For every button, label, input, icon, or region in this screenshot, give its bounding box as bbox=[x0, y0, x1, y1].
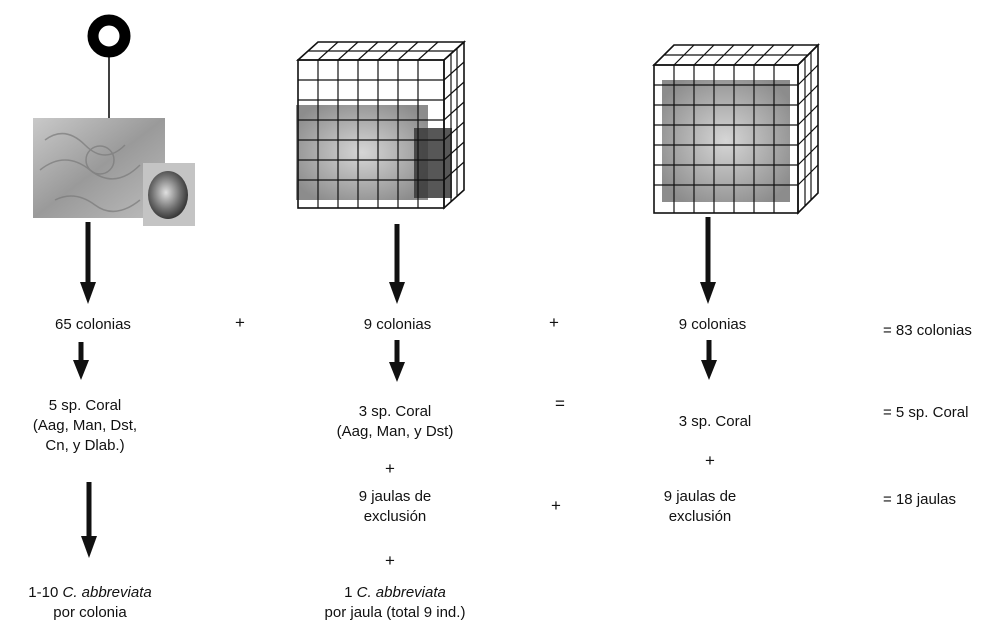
total-colonies: = 83 colonias bbox=[883, 322, 972, 339]
snail-shell bbox=[148, 171, 188, 219]
equals-operator: = bbox=[555, 394, 565, 413]
column3-plus: + bbox=[705, 451, 715, 470]
individuals-count: 1 bbox=[344, 584, 357, 601]
individuals-per: por colonia bbox=[53, 604, 127, 621]
column2-plus-1: + bbox=[385, 459, 395, 478]
column2-species: 3 sp. Coral (Aag, Man, y Dst) bbox=[300, 402, 490, 442]
species-name: C. abbreviata bbox=[62, 584, 152, 601]
coral-photo-texture bbox=[39, 132, 141, 213]
cage-grid-side bbox=[797, 43, 819, 215]
cages-line: 9 jaulas de bbox=[358, 488, 432, 505]
total-cages: = 18 jaulas bbox=[883, 491, 956, 508]
column2-colonies: 9 colonias bbox=[363, 316, 432, 333]
column3-species: 3 sp. Coral bbox=[678, 413, 752, 430]
column3-cages: 9 jaulas de exclusión bbox=[630, 487, 770, 527]
marker-buoy-icon bbox=[87, 14, 131, 58]
cage-grid-top bbox=[295, 41, 467, 61]
species-line: 3 sp. Coral bbox=[358, 403, 432, 420]
column1-colonies: 65 colonias bbox=[55, 316, 131, 333]
cage-grid-side bbox=[443, 40, 465, 210]
species-line: Cn, y Dlab.) bbox=[45, 437, 125, 454]
cages-line: exclusión bbox=[363, 508, 427, 525]
column1-species: 5 sp. Coral (Aag, Man, Dst, Cn, y Dlab.) bbox=[10, 396, 160, 456]
column2-plus-2: + bbox=[385, 551, 395, 570]
arrow-down bbox=[81, 482, 97, 558]
individuals-count: 1-10 bbox=[28, 584, 63, 601]
plus-operator: + bbox=[235, 313, 245, 332]
column2-individuals: 1 C. abbreviata por jaula (total 9 ind.) bbox=[280, 583, 510, 623]
exclusion-cage-with-snail bbox=[295, 40, 467, 210]
plus-operator: + bbox=[549, 313, 559, 332]
individuals-per: por jaula (total 9 ind.) bbox=[324, 604, 466, 621]
arrow-down bbox=[80, 222, 96, 304]
column1-individuals: 1-10 C. abbreviata por colonia bbox=[5, 583, 175, 623]
cages-line: exclusión bbox=[668, 508, 732, 525]
total-species: = 5 sp. Coral bbox=[883, 404, 969, 421]
plus-operator: + bbox=[551, 496, 561, 515]
species-line: (Aag, Man, Dst, bbox=[32, 417, 138, 434]
arrow-down bbox=[700, 217, 716, 304]
species-name: C. abbreviata bbox=[356, 584, 446, 601]
exclusion-cage bbox=[652, 43, 820, 215]
arrow-down bbox=[701, 340, 717, 380]
arrow-down bbox=[389, 224, 405, 304]
arrow-down bbox=[389, 340, 405, 382]
arrow-down bbox=[73, 342, 89, 380]
species-line: (Aag, Man, y Dst) bbox=[336, 423, 454, 440]
cages-line: 9 jaulas de bbox=[663, 488, 737, 505]
cage-grid-top bbox=[652, 44, 820, 66]
column3-colonies: 9 colonias bbox=[678, 316, 747, 333]
column2-cages: 9 jaulas de exclusión bbox=[320, 487, 470, 527]
species-line: 5 sp. Coral bbox=[48, 397, 122, 414]
